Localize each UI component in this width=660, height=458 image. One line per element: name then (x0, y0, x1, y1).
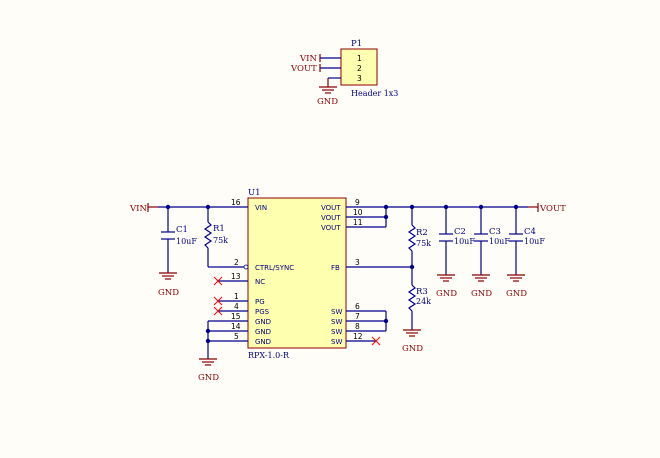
gnd-label: GND (158, 288, 179, 298)
ic-pin-name: NC (255, 278, 265, 286)
ic-pin-number: 10 (353, 208, 363, 217)
component-designator: C1 (176, 225, 188, 235)
vin-port-label: VIN (129, 204, 147, 214)
component-value: 10uF (454, 237, 475, 246)
ic-pin-name: PGS (255, 308, 270, 316)
gnd-label: GND (436, 289, 457, 299)
vin-net: VIN (129, 203, 218, 232)
header-net-vout: VOUT (290, 64, 317, 74)
ic-part-number: RPX-1.0-R (248, 351, 290, 360)
no-connect-markers (213, 276, 381, 346)
ic-pin-number: 11 (353, 218, 363, 227)
resistor-r2[interactable]: R2 75k (407, 207, 431, 285)
capacitor-c2[interactable]: C2 10uF GND (436, 207, 475, 299)
ic-pin-number: 14 (231, 322, 241, 331)
ic-pin-name: CTRL/SYNC (255, 264, 294, 272)
ic-pin-number: 5 (234, 332, 239, 341)
ic-pin-name: GND (255, 328, 271, 336)
ic-pin-number: 7 (355, 312, 360, 321)
ic-pin-number: 4 (234, 302, 239, 311)
ic-pin-name: VIN (255, 204, 267, 212)
ic-pin-name: PG (255, 298, 265, 306)
ic-pin-number: 15 (231, 312, 241, 321)
gnd-label: GND (198, 373, 219, 383)
component-value: 75k (416, 239, 431, 248)
header-value: Header 1x3 (351, 89, 398, 98)
ic-designator: U1 (248, 188, 261, 198)
ic-pin-name: SW (331, 308, 342, 316)
ic-pin-number: 8 (355, 322, 360, 331)
component-designator: R1 (213, 224, 225, 234)
component-value: 75k (213, 236, 228, 245)
ic-pin-name: VOUT (321, 224, 341, 232)
ic-pin-number: 9 (355, 198, 360, 207)
component-designator: C2 (454, 227, 466, 237)
ic-pin-number: 2 (234, 258, 239, 267)
ic-pin-name: VOUT (321, 214, 341, 222)
header-designator: P1 (351, 39, 362, 49)
header-p1[interactable]: P1 1 2 3 Header 1x3 VIN VOUT GND (290, 39, 398, 107)
ic-pin-number: 13 (231, 272, 241, 281)
header-net-vin: VIN (299, 54, 317, 64)
no-connect-icon (371, 336, 381, 346)
no-connect-icon (213, 296, 223, 306)
component-value: 10uF (524, 237, 545, 246)
header-gnd-label: GND (317, 97, 338, 107)
ic-pin-name: GND (255, 338, 271, 346)
ic-pin-name: SW (331, 328, 342, 336)
vout-port-label: VOUT (539, 204, 566, 214)
ic-pin-number: 6 (355, 302, 360, 311)
header-pin-2: 2 (357, 64, 362, 73)
component-value: 10uF (176, 237, 197, 246)
ic-pin-name: SW (331, 318, 342, 326)
component-designator: C4 (524, 227, 536, 237)
ic-u1[interactable]: U1 RPX-1.0-R 16 VIN 2 CTRL/SYNC 13 NC 1 … (208, 188, 412, 360)
capacitor-c4[interactable]: C4 10uF GND (506, 207, 545, 299)
resistor-r3[interactable]: R3 24k GND (402, 284, 431, 354)
ic-pin-name: VOUT (321, 204, 341, 212)
component-value: 24k (416, 297, 431, 306)
gnd-label: GND (471, 289, 492, 299)
ic-gnd-bus: GND (198, 321, 219, 383)
ic-pin-number: 12 (353, 332, 363, 341)
component-designator: R2 (416, 228, 428, 238)
vout-net: VOUT (383, 203, 566, 227)
gnd-label: GND (402, 344, 423, 354)
component-designator: R3 (416, 287, 428, 297)
sw-bus (383, 311, 389, 331)
component-designator: C3 (489, 227, 501, 237)
ic-pin-name: FB (331, 264, 340, 272)
ic-pin-number: 1 (234, 292, 239, 301)
no-connect-icon (213, 306, 223, 316)
ic-pin-number: 16 (231, 198, 241, 207)
capacitor-c3[interactable]: C3 10uF GND (471, 207, 510, 299)
ic-pin-name: SW (331, 338, 342, 346)
header-pin-3: 3 (357, 74, 362, 83)
gnd-label: GND (506, 289, 527, 299)
capacitor-c1[interactable]: C1 10uF GND (158, 225, 197, 298)
no-connect-icon (213, 276, 223, 286)
ic-pin-name: GND (255, 318, 271, 326)
ic-pin-number: 3 (355, 258, 360, 267)
header-pin-1: 1 (357, 54, 362, 63)
component-value: 10uF (489, 237, 510, 246)
resistor-r1[interactable]: R1 75k (203, 221, 228, 268)
